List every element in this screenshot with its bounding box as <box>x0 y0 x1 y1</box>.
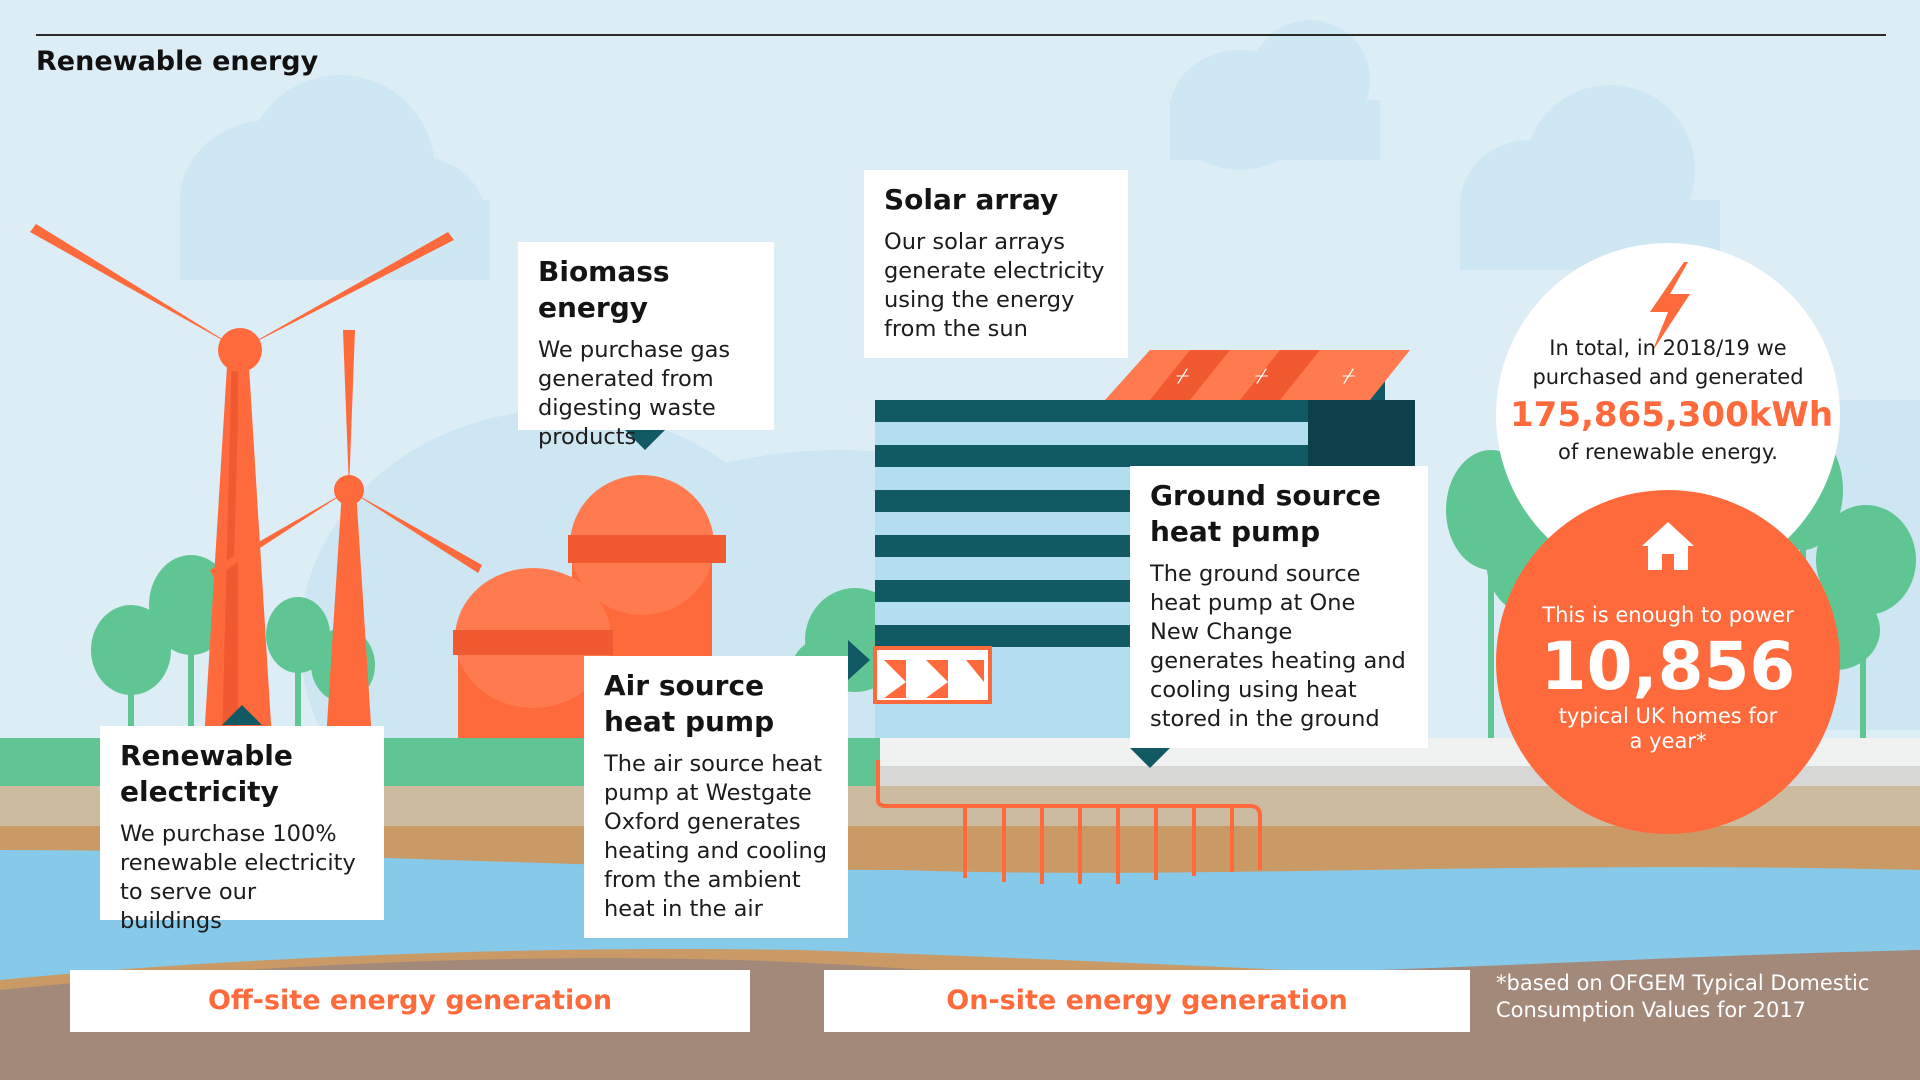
svg-text:⌿: ⌿ <box>1176 364 1189 389</box>
lightning-bolt-icon <box>1650 262 1690 352</box>
wind-turbine-small <box>210 330 482 740</box>
footnote-line2: Consumption Values for 2017 <box>1496 998 1807 1022</box>
ground-source-pipes <box>876 760 1262 884</box>
card-title: Solar array <box>884 183 1059 216</box>
homes-intro: This is enough to power <box>1542 603 1794 627</box>
pointer-renewable-electricity <box>222 705 262 725</box>
top-rule <box>36 34 1886 36</box>
card-title: Biomass energy <box>538 255 670 324</box>
solar-panels: ⌿ ⌿ ⌿ <box>1105 350 1410 400</box>
homes-powered-circle <box>1496 490 1840 834</box>
biomass-tank-small <box>453 568 613 740</box>
total-energy-value: 175,865,300kWh <box>1510 395 1834 435</box>
total-intro-line2: purchased and generated <box>1532 365 1804 389</box>
svg-text:⌿: ⌿ <box>1255 364 1268 389</box>
homes-value: 10,856 <box>1540 628 1796 705</box>
homes-suffix-line2: a year* <box>1629 729 1707 753</box>
cloud-left <box>180 75 490 280</box>
total-energy-suffix: of renewable energy. <box>1558 440 1778 464</box>
card-body: We purchase gas generated from digesting… <box>538 337 731 450</box>
card-body: We purchase 100% renewable electricity t… <box>120 821 356 934</box>
wind-turbine-large <box>30 224 454 740</box>
cloud-right <box>1460 85 1720 270</box>
groundwater-layer <box>0 850 1920 1000</box>
house-icon <box>1642 522 1694 570</box>
card-body: Our solar arrays generate electricity us… <box>884 229 1105 342</box>
card-body: The ground source heat pump at One New C… <box>1150 561 1406 732</box>
page-title: Renewable energy <box>36 46 319 77</box>
total-energy-stat: In total, in 2018/19 we purchased and ge… <box>1510 334 1834 467</box>
card-solar-array: Solar array Our solar arrays generate el… <box>864 170 1128 358</box>
homes-powered-stat: This is enough to power 10,856 typical U… <box>1510 600 1826 754</box>
pointer-ground-source <box>1130 748 1170 768</box>
offsite-generation-banner: Off-site energy generation <box>70 970 750 1032</box>
onsite-generation-banner: On-site energy generation <box>824 970 1470 1032</box>
card-biomass-energy: Biomass energy We purchase gas generated… <box>518 242 774 450</box>
card-body: The air source heat pump at Westgate Oxf… <box>604 751 828 922</box>
pointer-air-source <box>848 640 870 680</box>
footnote-line1: *based on OFGEM Typical Domestic <box>1496 971 1870 995</box>
footnote: *based on OFGEM Typical Domestic Consump… <box>1496 970 1896 1024</box>
total-intro-line1: In total, in 2018/19 we <box>1549 336 1787 360</box>
cloud-mid <box>1170 20 1380 170</box>
air-source-heat-pump-unit <box>873 646 992 704</box>
total-energy-circle <box>1496 243 1840 587</box>
homes-suffix-line1: typical UK homes for <box>1558 704 1778 728</box>
svg-text:⌿: ⌿ <box>1342 364 1355 389</box>
pointer-biomass <box>625 430 665 450</box>
